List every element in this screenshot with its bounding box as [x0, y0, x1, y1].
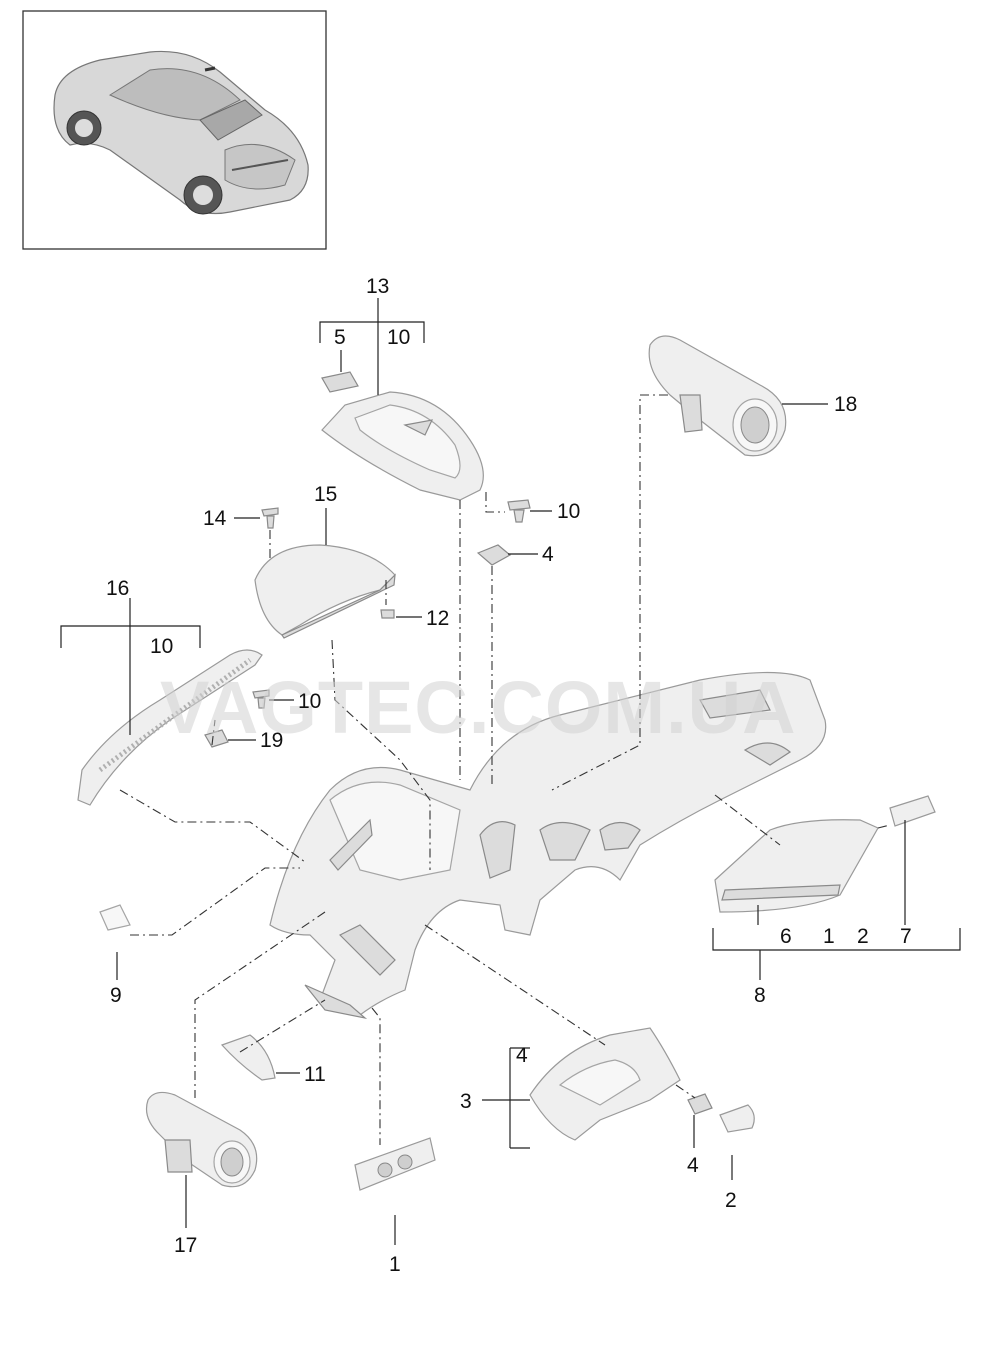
callout-1-group: 1 [823, 925, 835, 948]
part-15-cover-cap [254, 544, 396, 639]
callout-4-low: 4 [687, 1154, 699, 1177]
callout-10-mid: 10 [557, 500, 580, 523]
part-11-cover [220, 1034, 276, 1081]
callout-11: 11 [304, 1063, 326, 1086]
part-12-screw [380, 609, 395, 619]
part-17-air-vent-left [145, 1091, 258, 1188]
callout-2: 2 [725, 1189, 737, 1212]
callout-4-group: 4 [516, 1044, 528, 1067]
part-5-clip [321, 371, 359, 393]
part-14-screw [261, 507, 279, 529]
callout-19: 19 [260, 729, 283, 752]
callout-7: 7 [900, 925, 912, 948]
callout-13: 13 [366, 275, 389, 298]
part-19-clip [204, 729, 229, 748]
callout-16: 16 [106, 577, 129, 600]
callout-2-group: 2 [857, 925, 869, 948]
callout-8: 8 [754, 984, 766, 1007]
part-10-screw-left [252, 689, 270, 709]
callout-9: 9 [110, 984, 122, 1007]
callout-1: 1 [389, 1253, 401, 1276]
callout-4-mid: 4 [542, 543, 554, 566]
callout-6: 6 [780, 925, 792, 948]
car-overview-icon [53, 50, 309, 215]
part-10-screw-mid [507, 499, 531, 523]
dashboard-carrier [269, 671, 827, 1020]
callout-labels: 13 5 10 18 14 15 10 4 12 16 10 10 19 9 6… [106, 275, 912, 1276]
callout-3: 3 [460, 1090, 472, 1113]
car-overview-thumbnail [22, 10, 327, 250]
callout-12: 12 [426, 607, 449, 630]
callout-10-left: 10 [150, 635, 173, 658]
callout-17: 17 [174, 1234, 197, 1257]
part-13-upper-cover [321, 391, 484, 501]
part-16-trim-strip [77, 649, 263, 806]
part-3-cluster-frame [529, 1027, 681, 1141]
part-7-cap [889, 795, 936, 827]
callout-10-watermark: 10 [298, 690, 321, 713]
part-6-module [714, 819, 879, 913]
part-4-nut-low [687, 1093, 713, 1115]
callout-18: 18 [834, 393, 857, 416]
part-2-knob [719, 1104, 755, 1133]
part-4-nut-mid [476, 544, 512, 566]
part-1-switch-panel [354, 1137, 436, 1191]
callout-15: 15 [314, 483, 337, 506]
part-9-pad [99, 904, 131, 931]
part-18-air-vent-right [648, 335, 787, 457]
callout-14: 14 [203, 507, 227, 530]
callout-10-top: 10 [387, 326, 410, 349]
assembly-lines [119, 394, 891, 1145]
callout-5: 5 [334, 326, 346, 349]
leader-lines [60, 298, 961, 1245]
watermark-text: VAGTEC.COM.UA [160, 666, 797, 749]
